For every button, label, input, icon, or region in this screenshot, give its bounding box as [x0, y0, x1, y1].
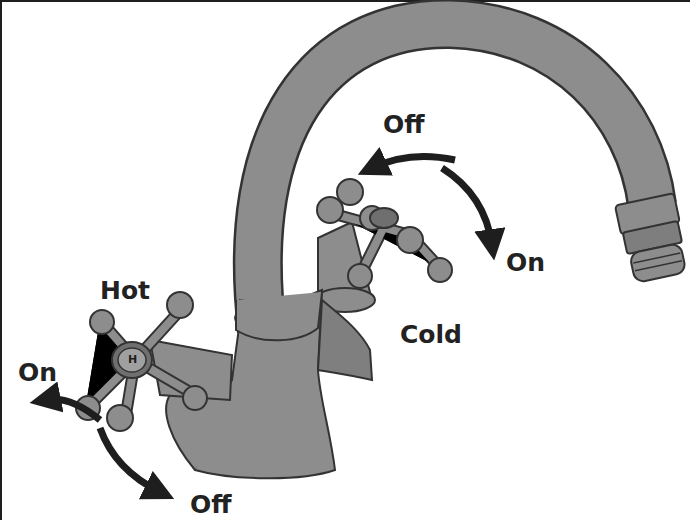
cold-handle	[315, 179, 452, 318]
hot-handle	[76, 292, 232, 431]
off-arrow	[372, 156, 455, 168]
state-label: On	[506, 250, 545, 275]
handle-label: Cold	[400, 322, 462, 347]
spout	[258, 24, 690, 330]
off-arrow	[100, 428, 160, 492]
on-arrow	[45, 399, 100, 420]
state-label: On	[18, 360, 57, 385]
state-label: Off	[190, 492, 232, 517]
cap-mark: H	[128, 354, 137, 365]
state-label: Off	[383, 112, 425, 137]
handle-label: Hot	[100, 278, 150, 303]
on-arrow	[442, 168, 492, 245]
